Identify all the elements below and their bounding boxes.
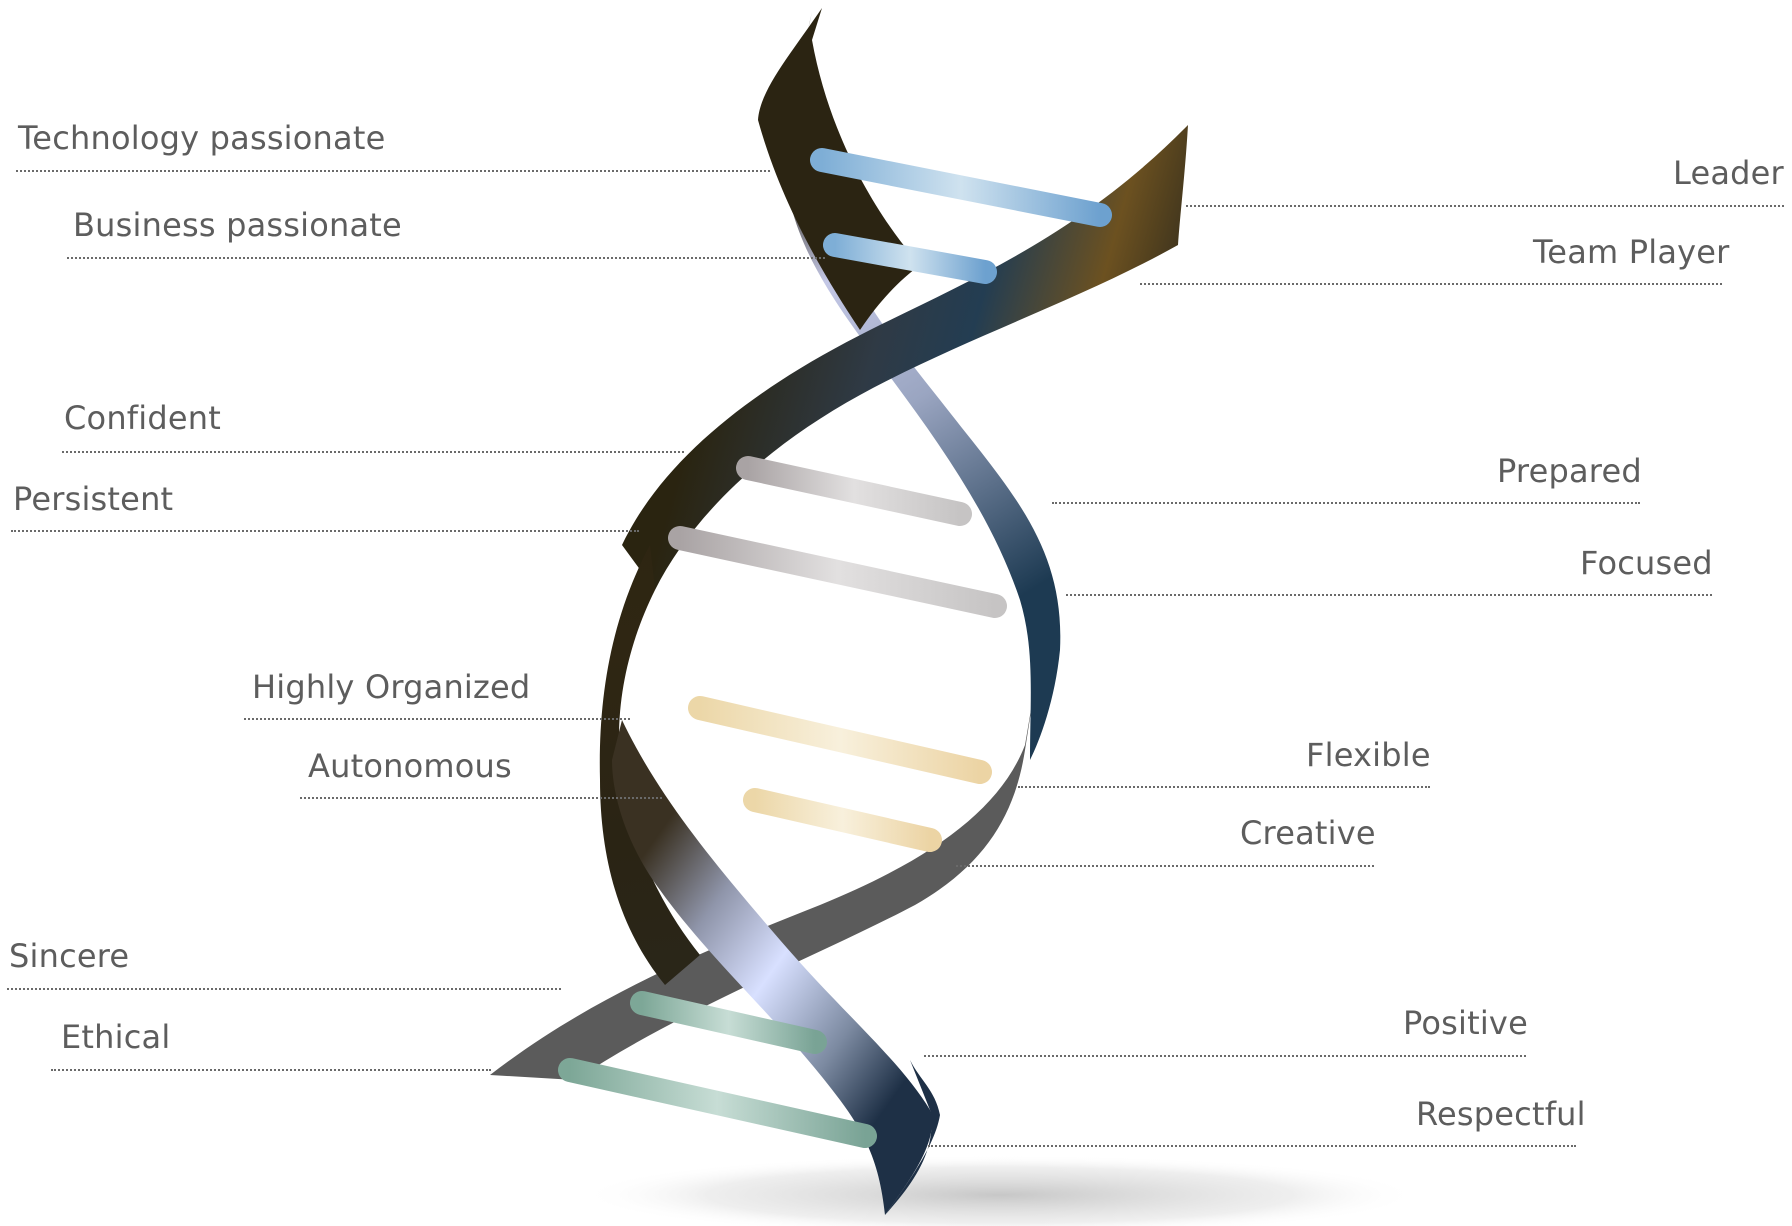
strand-front-lower — [612, 720, 932, 1215]
rung-teal-1 — [630, 991, 827, 1054]
strand-bottom-tip — [885, 1060, 940, 1215]
trait-label-autonomous: Autonomous — [308, 747, 512, 785]
trait-label-focused: Focused — [1580, 544, 1713, 582]
trait-label-positive: Positive — [1403, 1004, 1528, 1042]
trait-label-ethical: Ethical — [61, 1018, 171, 1056]
leader-line-autonomous — [300, 797, 662, 799]
leader-line-leader — [1186, 205, 1784, 207]
rung-blue-2 — [823, 233, 997, 284]
leader-line-confident — [62, 451, 684, 453]
leader-line-ethical — [51, 1069, 491, 1071]
rung-cream-1 — [688, 696, 992, 784]
trait-label-prepared: Prepared — [1497, 452, 1642, 490]
trait-label-team-player: Team Player — [1533, 233, 1730, 271]
trait-label-creative: Creative — [1240, 814, 1376, 852]
rung-gray-1 — [736, 456, 972, 526]
leader-line-business-passionate — [67, 257, 825, 259]
leader-line-focused — [1066, 594, 1712, 596]
strand-top-crossing — [622, 125, 1188, 590]
strand-back-upper — [784, 12, 1061, 760]
leader-line-prepared — [1052, 502, 1640, 504]
leader-line-technology-passionate — [16, 170, 770, 172]
leader-line-persistent — [11, 530, 639, 532]
rung-teal-2 — [558, 1058, 877, 1148]
trait-label-confident: Confident — [64, 399, 221, 437]
strand-gray-lower — [490, 680, 1036, 1080]
trait-label-technology-passionate: Technology passionate — [18, 119, 386, 157]
leader-line-creative — [956, 865, 1374, 867]
leader-line-flexible — [1018, 786, 1430, 788]
trait-label-persistent: Persistent — [13, 480, 174, 518]
trait-label-business-passionate: Business passionate — [73, 206, 402, 244]
rungs — [558, 148, 1112, 1148]
leader-line-sincere — [7, 988, 561, 990]
trait-label-leader: Leader — [1673, 154, 1784, 192]
leader-line-highly-organized — [244, 718, 630, 720]
trait-label-sincere: Sincere — [9, 937, 130, 975]
floor-shadow — [580, 1155, 1420, 1226]
trait-label-flexible: Flexible — [1306, 736, 1431, 774]
leader-line-respectful — [928, 1145, 1576, 1147]
rung-cream-2 — [743, 788, 942, 852]
strand-left-middle — [599, 545, 700, 985]
rung-blue-1 — [810, 148, 1112, 227]
leader-line-team-player — [1140, 283, 1722, 285]
leader-line-positive — [924, 1055, 1526, 1057]
trait-label-respectful: Respectful — [1416, 1095, 1586, 1133]
rung-gray-2 — [668, 526, 1007, 618]
trait-label-highly-organized: Highly Organized — [252, 668, 531, 706]
